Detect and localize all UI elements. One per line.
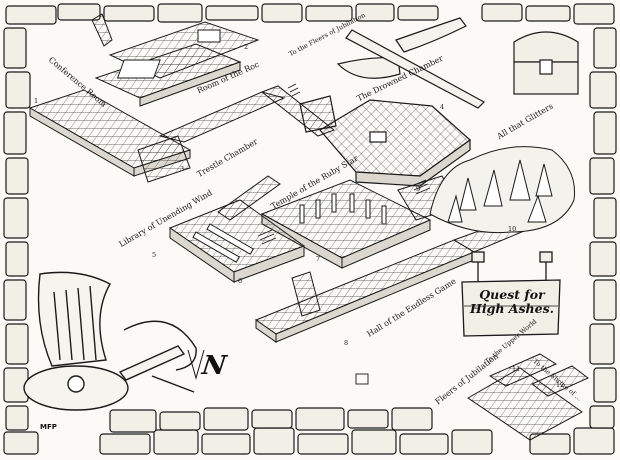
room-number: 2 bbox=[244, 43, 249, 51]
stone-border bbox=[3, 3, 617, 455]
room-number: 12 bbox=[556, 381, 565, 389]
room-number: 6 bbox=[238, 277, 243, 285]
map-title: Quest for High Ashes. bbox=[470, 287, 554, 317]
room-number: 9 bbox=[416, 185, 421, 193]
room-number: 1 bbox=[34, 97, 39, 105]
title-sign-icon bbox=[461, 251, 561, 337]
map-title-line-2: High Ashes. bbox=[470, 301, 554, 317]
room-number: 11 bbox=[512, 365, 521, 373]
room-number: 3 bbox=[180, 165, 185, 173]
room-number: 10 bbox=[508, 225, 517, 233]
drowned-chamber bbox=[299, 95, 471, 187]
lute-and-harp-icon bbox=[23, 271, 197, 411]
west-corridor bbox=[28, 85, 336, 183]
library bbox=[168, 175, 306, 283]
room-of-the-roc bbox=[91, 13, 260, 107]
room-number: 7 bbox=[316, 255, 321, 263]
artist-signature: MFP bbox=[40, 423, 57, 431]
room-number: 4 bbox=[440, 103, 445, 111]
stairs bbox=[257, 83, 431, 385]
treasure-chest-icon bbox=[513, 31, 579, 95]
room-number: 5 bbox=[152, 251, 157, 259]
fleers-of-jubilation bbox=[467, 353, 589, 441]
map-title-line-1: Quest for bbox=[479, 287, 545, 302]
boat-icon bbox=[336, 17, 485, 109]
compass-icon bbox=[187, 349, 205, 380]
room-number: 8 bbox=[344, 339, 349, 347]
temple-of-ruby-star bbox=[260, 175, 461, 269]
crystal-cave bbox=[429, 146, 576, 234]
